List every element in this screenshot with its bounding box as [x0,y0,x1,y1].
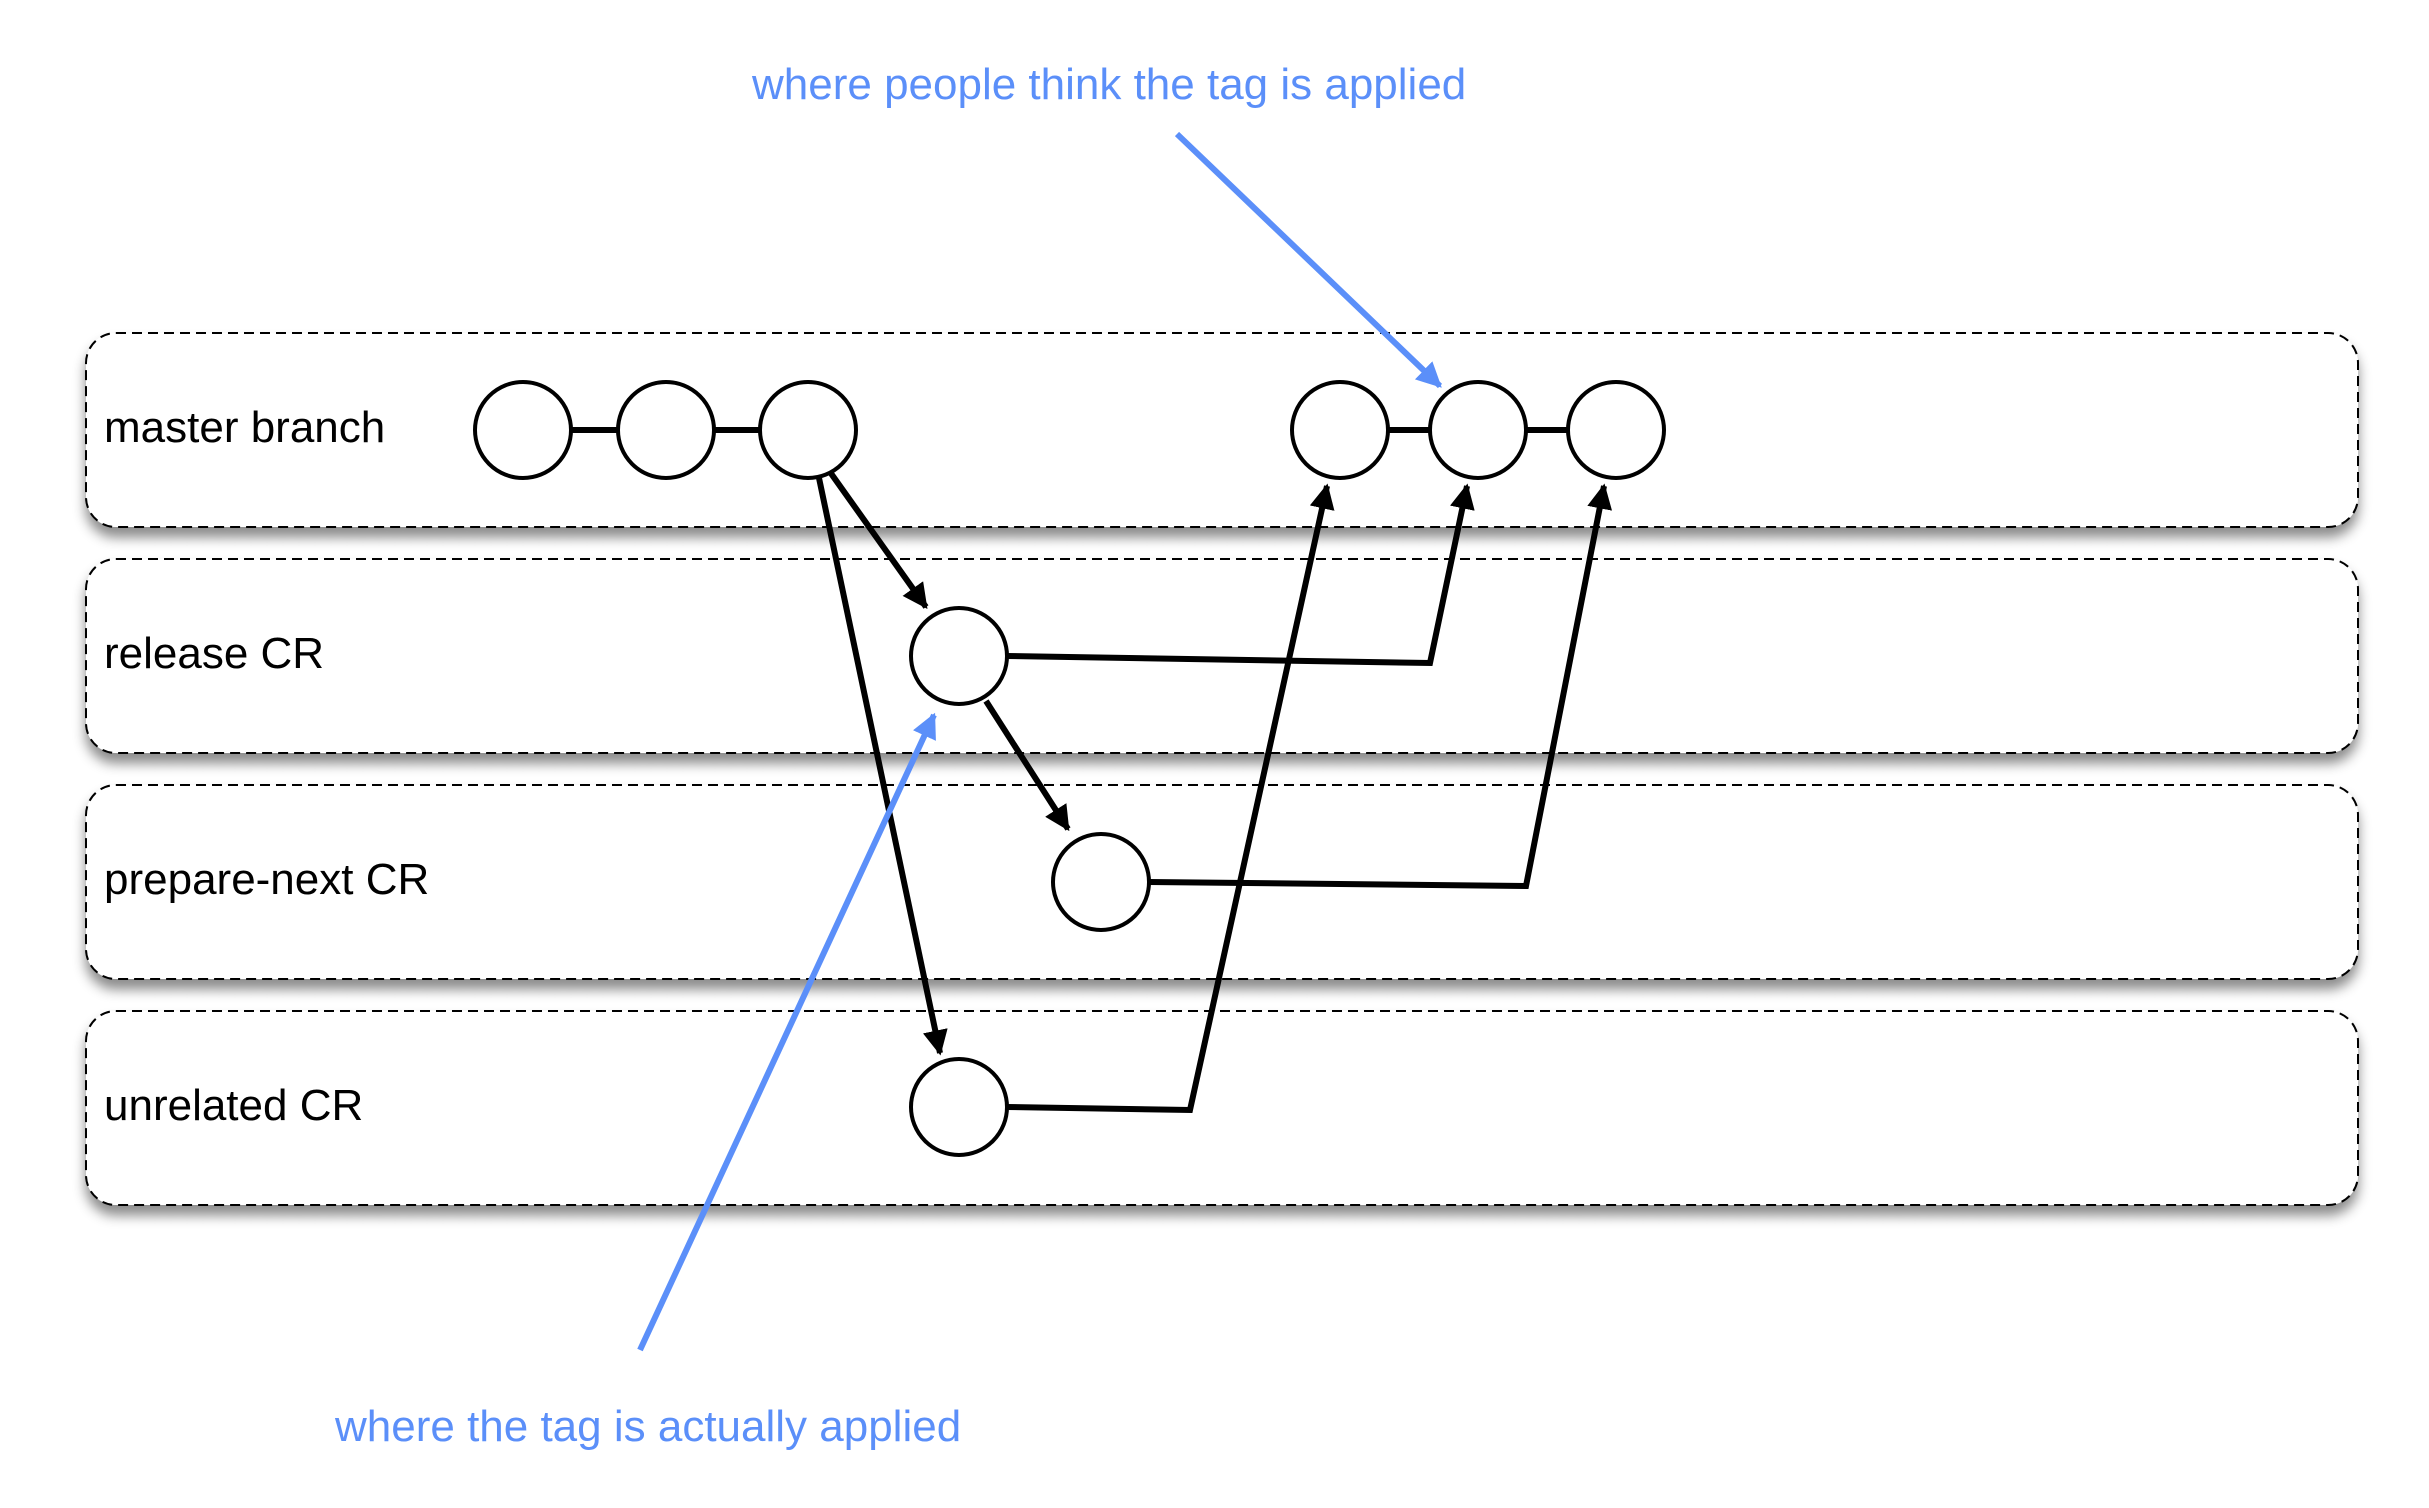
branch-edges [816,470,1613,1114]
edge-master-to-unrelated [816,477,948,1056]
lane-label: master branch [104,403,385,452]
annotation-believed-label: where people think the tag is applied [751,60,1466,109]
lane-label: release CR [104,629,324,678]
annotation-arrows [637,131,1443,1352]
lane-master-branch: master branch [85,332,2359,528]
commit-node [909,606,1009,706]
commit-node [1290,380,1390,480]
annotation-actual-label: where the tag is actually applied [334,1402,961,1451]
lane-label: unrelated CR [104,1081,363,1130]
commit-node [758,380,858,480]
annotation-arrow-actual [637,712,937,1352]
edge-release-to-master [1006,483,1475,667]
edge-master-to-release [827,470,929,610]
edge-prepare-next-to-master [1148,483,1613,890]
lane-box [85,332,2359,528]
lane-release-cr: release CR [85,558,2359,754]
commit-node [1566,380,1666,480]
commits [473,380,1666,1157]
lane-label: prepare-next CR [104,855,429,904]
edge-release-to-prepare-next [983,699,1071,832]
commit-node [473,380,573,480]
lane-box [85,1010,2359,1206]
lane-box [85,558,2359,754]
lane-unrelated-cr: unrelated CR [85,1010,2359,1206]
commit-node [1051,832,1151,932]
commit-node [909,1057,1009,1157]
edge-unrelated-to-master [1006,483,1335,1114]
commit-node [1428,380,1528,480]
commit-node [616,380,716,480]
annotation-arrow-believed [1174,131,1443,389]
